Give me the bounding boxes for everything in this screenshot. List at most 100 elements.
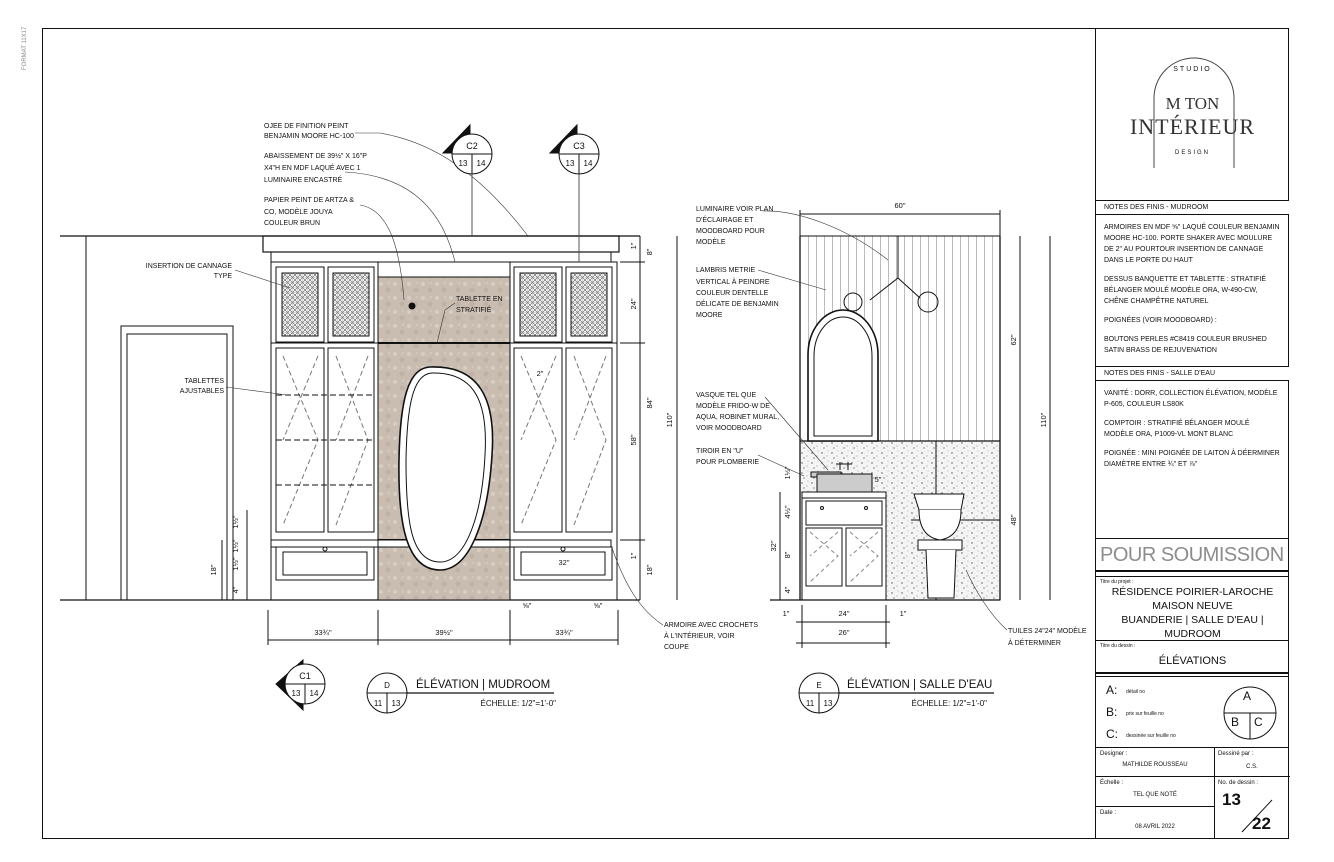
armoire-label-1: ARMOIRE AVEC CROCHETS <box>664 622 758 629</box>
c3-id: C3 <box>573 141 585 151</box>
project-label: Titre du projet : <box>1100 579 1134 585</box>
dim-door-2: 2" <box>537 369 544 378</box>
lambris-label-2: VERTICAL À PEINDRE <box>696 277 770 286</box>
dim-side-62: 62" <box>1009 334 1018 345</box>
tuile-label-1: TUILES 24"24" MODÈLE <box>1008 626 1087 635</box>
dim-right-top: 1" <box>629 242 638 249</box>
note-vanite: VANITÉ : DORR, COLLECTION ÉLÉVATION, MOD… <box>1104 390 1278 408</box>
section-marker-c3 <box>548 123 600 262</box>
lambris-label-3: COULEUR DENTELLE <box>696 290 769 297</box>
project-line-2: MAISON NEUVE <box>1152 600 1233 612</box>
tablettes-label-1: TABLETTES <box>184 378 224 385</box>
cannage-label-2: TYPE <box>214 273 233 280</box>
vasque-label-3: AQUA, ROBINET MURAL, <box>696 414 779 421</box>
scale-label: Échelle : <box>1100 780 1124 786</box>
e-letter: E <box>816 681 821 690</box>
dim-right-58: 58" <box>629 434 638 445</box>
dim-bottom-mid: 39½" <box>435 628 453 637</box>
project-line-1: RÉSIDENCE POIRIER-LAROCHE <box>1111 586 1274 598</box>
legend-symbol <box>1223 686 1277 740</box>
drawing-title-box: Titre du dessin : ÉLÉVATIONS <box>1096 640 1289 674</box>
legend-b-text: prix sur feuille no <box>1126 711 1164 717</box>
note-poignees: POIGNÉES (VOIR MOODBOARD) : <box>1104 317 1217 324</box>
sheet-total: 22 <box>1252 814 1271 833</box>
tiroir-label-2: POUR PLOMBERIE <box>696 459 759 466</box>
sheet-label: No. de dessin : <box>1218 780 1259 786</box>
salle-deau-elevation <box>770 210 1051 648</box>
dim-right-1b: 1" <box>629 552 638 559</box>
cannage-label-1: INSERTION DE CANNAGE <box>146 263 233 270</box>
designer-value: MATHILDE ROUSSEAU <box>1122 762 1188 768</box>
dim-bottom-1b: 1" <box>900 609 907 618</box>
dim-v-b: 4½" <box>783 505 792 518</box>
c1-id: C1 <box>299 671 311 681</box>
drawing-title-label: Titre du dessin : <box>1100 643 1136 649</box>
dim-left-c: 4" <box>231 586 240 593</box>
note-poignee: POIGNÉE : MINI POIGNÉE DE LAITON À DÉERM… <box>1104 450 1280 468</box>
dim-right-8: 8" <box>645 248 654 255</box>
papier-label-3: COULEUR BRUN <box>264 220 320 227</box>
logo-design: DESIGN <box>1174 150 1210 156</box>
mudroom-elevation <box>60 235 678 645</box>
dim-left-a: 1½" <box>231 515 240 528</box>
vasque-label-4: VOIR MOODBOARD <box>696 425 762 432</box>
credits-box: Designer : MATHILDE ROUSSEAU Dessiné par… <box>1096 748 1290 839</box>
dim-right-24: 24" <box>629 298 638 309</box>
section-marker-c2 <box>441 123 493 236</box>
dim-vanity-32: 32" <box>769 540 778 551</box>
d-ref2: 13 <box>392 699 401 708</box>
luminaire-label-4: MODÈLE <box>696 237 726 246</box>
legend-a-text: détail no <box>1126 689 1145 695</box>
dim-bottom-right: 33¾" <box>555 628 573 637</box>
tiroir-label-1: TIROIR EN "U" <box>696 448 744 455</box>
note-comptoir: COMPTOIR : STRATIFIÉ BÉLANGER MOULÉ MODÈ… <box>1104 420 1250 438</box>
drawn-label: Dessiné par : <box>1218 751 1254 757</box>
tablette-label-2: STRATIFIÉ <box>456 305 492 314</box>
legend-sym-b: B <box>1231 715 1240 729</box>
c2-id: C2 <box>466 141 478 151</box>
armoire-label-3: COUPE <box>664 644 689 651</box>
vasque-label-2: MODÈLE FRIDO-W DE <box>696 401 770 410</box>
legend-a: A: <box>1106 683 1118 697</box>
leader-lines <box>225 132 1008 631</box>
tuile-label-2: À DÉTERMINER <box>1008 638 1061 647</box>
dim-total-84: 84" <box>645 397 654 408</box>
lambris-label-5: MOORE <box>696 312 723 319</box>
dim-sink-5: 5" <box>875 475 882 484</box>
abaissement-label-2: X4"H EN MDF LAQUÉ AVEC 1 <box>264 163 361 172</box>
armoire-label-2: À L'INTÉRIEUR, VOIR <box>664 631 735 640</box>
e-ref1: 11 <box>806 699 815 708</box>
drawing-title-value: ÉLÉVATIONS <box>1158 655 1227 667</box>
c2-a: 13 <box>459 159 468 168</box>
project-box: Titre du projet : RÉSIDENCE POIRIER-LARO… <box>1096 576 1289 640</box>
elevation-marker-d <box>366 672 554 714</box>
designer-label: Designer : <box>1100 751 1128 757</box>
c2-b: 14 <box>477 159 486 168</box>
c3-a: 13 <box>566 159 575 168</box>
sheet-number: 13 <box>1222 790 1241 809</box>
tablette-label-1: TABLETTE EN <box>456 296 503 303</box>
notes-salle: VANITÉ : DORR, COLLECTION ÉLÉVATION, MOD… <box>1096 388 1289 470</box>
dim-side-48: 48" <box>1009 514 1018 525</box>
dim-v-a: 1½" <box>783 466 792 479</box>
dim-bottom-26: 26" <box>838 628 849 637</box>
logo-mton: M TON <box>1165 94 1220 113</box>
notes-salle-header: NOTES DES FINIS - SALLE D'EAU <box>1096 366 1289 381</box>
scale-value: TEL QUE NOTÉ <box>1133 792 1177 798</box>
lambris-label-1: LAMBRIS METRIE <box>696 267 755 274</box>
legend-b: B: <box>1106 705 1118 719</box>
sheet-slash <box>1241 799 1273 833</box>
dim-top-60: 60" <box>894 201 905 210</box>
tablettes-label-2: AJUSTABLES <box>180 388 225 395</box>
dim-v-c: 8" <box>783 551 792 558</box>
lambris-label-4: DÉLICATE DE BENJAMIN <box>696 299 779 308</box>
date-value: 08 AVRIL 2022 <box>1135 824 1175 830</box>
legend-c: C: <box>1106 727 1118 741</box>
dim-left-d: 1½" <box>231 539 240 552</box>
c1-b: 14 <box>310 689 319 698</box>
notes-mudroom: ARMOIRES EN MDF ⅝" LAQUÉ COULEUR BENJAMI… <box>1096 222 1289 356</box>
c3-b: 14 <box>584 159 593 168</box>
vasque-label-1: VASQUE TEL QUE <box>696 392 756 399</box>
papier-label-1: PAPIER PEINT DE ARTZA & <box>264 197 354 204</box>
